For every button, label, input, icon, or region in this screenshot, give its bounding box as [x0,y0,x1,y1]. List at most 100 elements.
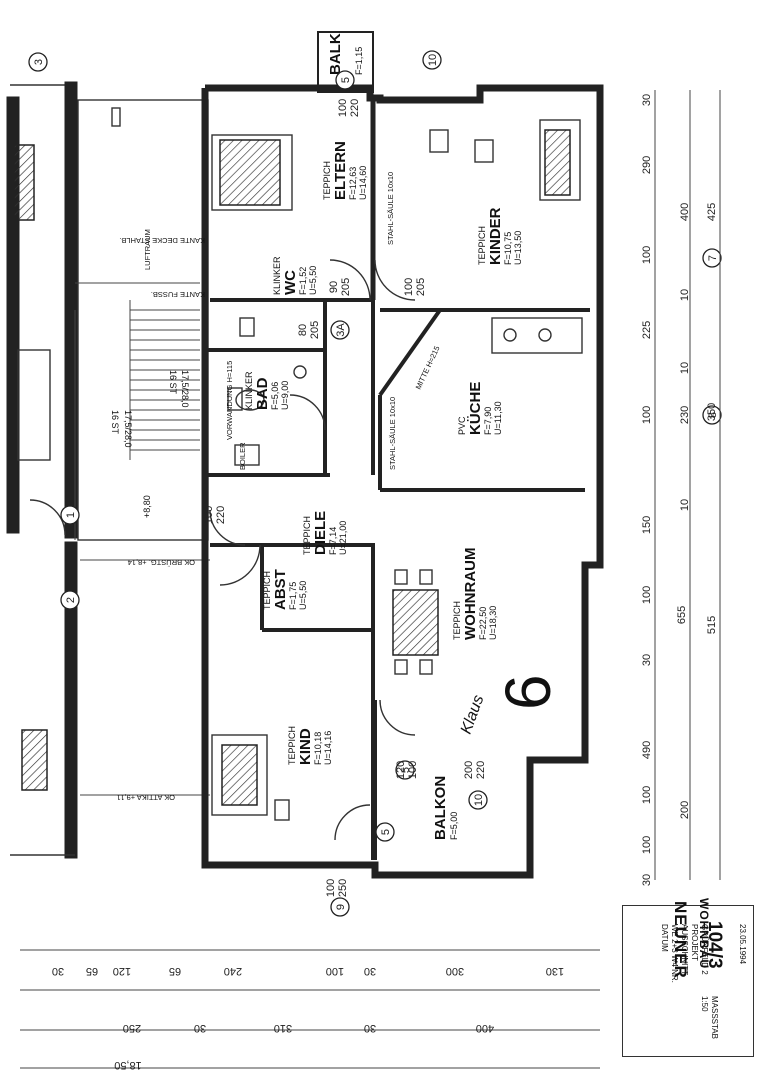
label-stahlsaeule-1: STAHL-SÄULE 10x10 [386,172,395,245]
door-mark-top: 80 [297,324,309,336]
dim-right-inner: 400 [679,203,691,221]
dim-bottom: 65 [169,965,181,977]
abst-area: F=1,75 [288,582,298,610]
room-label-bad: KLINKER BAD F=5,06 U=9,00 [244,371,290,410]
dim-right-outer: 30 [641,94,653,106]
circle-mark-label: 8 [707,412,719,418]
wohnraum-area: F=22,50 [478,607,488,640]
datum-label: DATUM [660,924,669,952]
label-stufen-1: 16 ST [110,410,120,435]
dim-right-outer: 100 [641,246,653,264]
signature: Klaus [458,693,488,736]
bad-area: F=5,06 [270,382,280,410]
label-ok-brustung: OK BRÜSTG. +8,14 [128,558,195,567]
circle-mark-label: 5 [400,767,412,773]
dim-bottom-2: 30 [364,1022,376,1034]
circle-mark-label: 5 [380,829,392,835]
circle-mark [60,590,80,610]
dim-right-inner: 200 [679,801,691,819]
door-swings [29,259,416,841]
dim-right-outer: 150 [641,516,653,534]
dim-right-outer: 100 [641,836,653,854]
room-label-eltern: TEPPICH ELTERN F=12,63 U=14,60 [322,141,368,200]
circle-mark [422,50,442,70]
door-mark-bottom: 220 [215,506,227,524]
dim-bottom: 130 [546,965,564,977]
dim-right-outer: 100 [641,786,653,804]
circle-mark [395,760,415,780]
wc-perimeter: U=5,50 [308,266,318,295]
dim-bottom: 100 [326,965,344,977]
label-elev-diele: +8,80 [142,495,152,518]
kueche-floor: PVC [457,416,467,435]
dim-bottom: 120 [113,965,131,977]
circle-mark-label: 10 [427,54,439,66]
dim-total-length: 18,50 [114,1059,142,1071]
circle-mark [60,505,80,525]
furniture [211,119,583,821]
circle-mark [330,320,350,340]
stairwell [74,99,210,796]
door-mark-top: 100 [337,99,349,117]
kinder-floor: TEPPICH [477,226,487,265]
dim-bottom-2: 250 [123,1022,141,1034]
door-mark-bottom: 250 [337,879,349,897]
wohnraum-floor: TEPPICH [452,601,462,640]
room-label-balkon: BALKON F=5,00 [432,776,459,840]
eltern-perimeter: U=14,60 [358,166,368,200]
circle-mark-label: 3A [335,323,347,337]
projekt-label: PROJEKT [690,924,699,961]
wc-name: WC [282,270,299,295]
plan-number: 104/3 [704,921,725,969]
title-block: NEUNER WOHNBAU PROJEKT GRÜNFELD 2 MASSST… [622,898,754,1057]
label-luftraum: LUFTRAUM [143,229,152,270]
massstab-label: MASSSTAB [710,996,719,1039]
room-label-kueche: PVC KÜCHE F=7,90 U=11,30 [457,382,503,435]
ausschnitt-label: AUSSCHNITT [680,924,689,976]
dimension-lines [20,90,721,1069]
circle-mark [702,248,722,268]
kueche-area: F=7,90 [483,407,493,435]
circle-mark-label: 3 [33,59,45,65]
door-mark-bottom: 100 [407,761,419,779]
door-mark-bottom: 205 [309,321,321,339]
diele-area: F=7,14 [328,527,338,555]
bad-perimeter: U=9,00 [280,381,290,410]
kind-perimeter: U=14,16 [323,731,333,765]
dim-right-outer: 490 [641,741,653,759]
diele-perimeter: U=21,00 [338,521,348,555]
dim-bottom-2: 30 [194,1022,206,1034]
circle-mark [468,790,488,810]
door-mark-top: 200 [463,761,475,779]
circle-mark [702,405,722,425]
room-label-abst: TEPPICH ABST F=1,75 U=5,50 [262,569,308,610]
dim-right-total: 425 [706,203,718,221]
label-kante-decke: KANTE DECKE STAHLB. [119,236,205,245]
bad-floor: KLINKER [244,371,254,410]
kinder-perimeter: U=13,50 [513,231,523,265]
dim-right-inner: 10 [679,289,691,301]
label-stufen-1b: 17,5/28,0 [123,410,133,448]
dim-right-outer: 225 [641,321,653,339]
unit-number: 6 [492,674,564,710]
door-mark-top: 100 [325,879,337,897]
diele-floor: TEPPICH [302,516,312,555]
dim-right-total: 350 [706,403,718,421]
datum: 23.05.1994 [738,924,747,965]
kinder-area: F=10,75 [503,232,513,265]
abst-floor: TEPPICH [262,571,272,610]
neighbour-unit-left [6,81,78,859]
kueche-perimeter: U=11,30 [493,401,503,435]
dim-right-inner: 230 [679,406,691,424]
balk-name: BALK [327,33,344,75]
circle-mark [375,822,395,842]
circle-mark [28,52,48,72]
circle-mark-label: 7 [707,255,719,261]
wc-area: F=1,52 [298,267,308,295]
dim-bottom: 300 [446,965,464,977]
label-ok-attika: OK ATTIKA +9,11 [117,793,175,802]
label-stahlsaeule-2: STAHL-SÄULE 10x10 [388,397,397,470]
kueche-name: KÜCHE [467,382,484,435]
wc-floor: KLINKER [272,256,282,295]
